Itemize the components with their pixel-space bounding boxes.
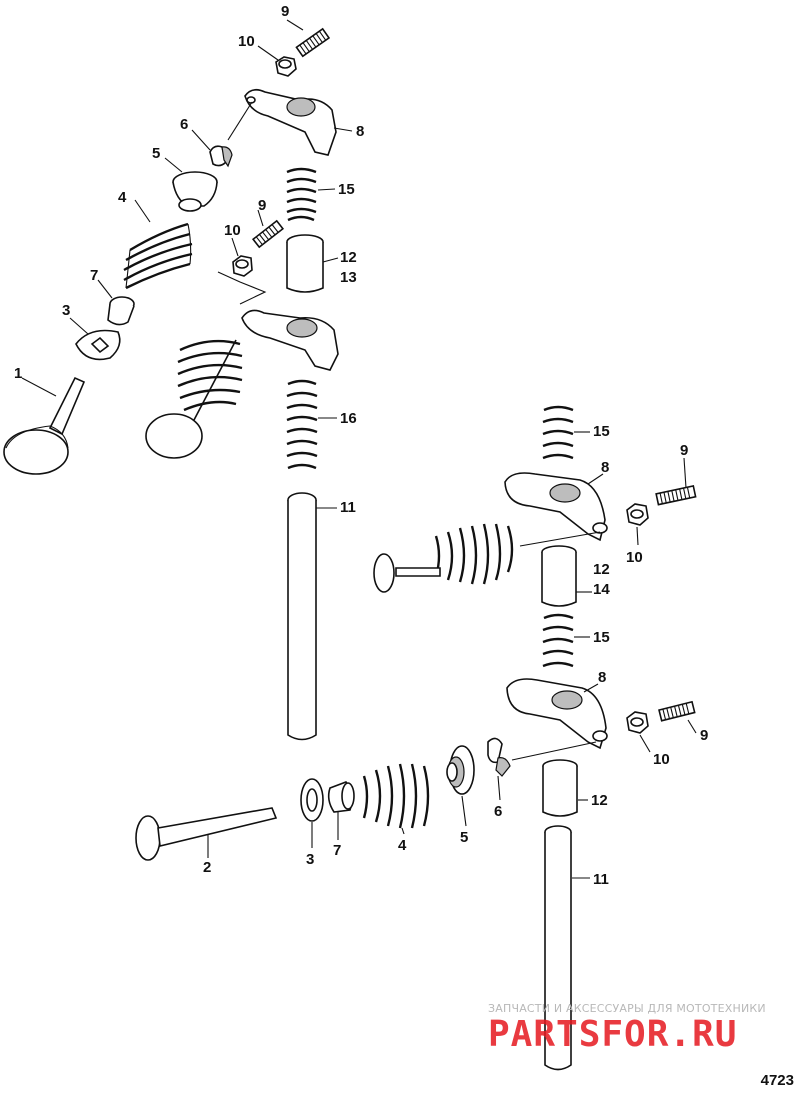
callout-9b: 9	[258, 197, 267, 214]
callout-7b: 7	[333, 842, 342, 859]
leader-lines	[21, 19, 697, 879]
svg-text:PARTSFOR.RU: PARTSFOR.RU	[488, 1014, 737, 1054]
callout-9d: 9	[700, 727, 709, 744]
nut-10a	[275, 56, 297, 77]
exhaust-valve-2	[135, 807, 278, 861]
valve-spring-assembly-b	[373, 523, 514, 593]
callout-3a: 3	[62, 302, 71, 319]
rocker-arm-8a	[244, 88, 337, 156]
spring-retainer-5a	[172, 171, 218, 212]
valve-seal-7b	[327, 781, 355, 813]
callout-10b: 10	[224, 222, 241, 239]
spring-15c	[542, 613, 574, 668]
callout-2: 2	[203, 859, 212, 876]
callout-15c: 15	[593, 629, 610, 646]
adjusting-screw-9a	[295, 27, 331, 58]
watermark-logo: PARTSFOR.RU	[488, 1014, 788, 1059]
valve-spring-assembly-a	[145, 339, 243, 459]
callout-3b: 3	[306, 851, 315, 868]
intake-valve-1	[3, 376, 86, 475]
callout-4a: 4	[118, 189, 127, 206]
callout-11a: 11	[340, 499, 356, 516]
rocker-arm-8b	[241, 309, 339, 371]
callout-5b: 5	[460, 829, 469, 846]
rocker-arm-8c	[504, 472, 608, 542]
spring-washer-3b	[300, 778, 324, 822]
nut-10d	[626, 711, 649, 734]
callout-1: 1	[14, 365, 23, 382]
callout-5a: 5	[152, 145, 161, 162]
spring-washer-3a	[75, 329, 121, 361]
callout-12c: 12	[591, 792, 608, 809]
partsfor-logo-icon: PARTSFOR.RU	[488, 1014, 737, 1055]
callout-7a: 7	[90, 267, 99, 284]
callout-4b: 4	[398, 837, 407, 854]
nut-10c	[626, 503, 649, 526]
callout-10d: 10	[653, 751, 670, 768]
pushrod-guide-12a	[286, 234, 324, 293]
callout-10c: 10	[626, 549, 643, 566]
callout-16: 16	[340, 410, 357, 427]
rocker-arm-8d	[506, 678, 608, 750]
callout-9a: 9	[281, 3, 290, 20]
callout-12b: 12	[593, 561, 610, 578]
callout-8b: 8	[601, 459, 610, 476]
callout-13: 13	[340, 269, 357, 286]
callout-9c: 9	[680, 442, 689, 459]
callout-15a: 15	[338, 181, 355, 198]
callout-12a: 12	[340, 249, 357, 266]
callout-6a: 6	[180, 116, 189, 133]
pushrod-guide-12b	[541, 545, 577, 607]
callout-11b: 11	[593, 871, 609, 888]
spring-16	[286, 379, 318, 470]
watermark-tagline: ЗАПЧАСТИ И АКСЕССУАРЫ ДЛЯ МОТОТЕХНИКИ	[488, 1002, 766, 1015]
callout-14: 14	[593, 581, 610, 598]
valve-keepers-6b	[487, 737, 511, 777]
drawing-number: 4723	[760, 1072, 794, 1089]
valve-spring-4a	[123, 222, 193, 290]
callout-15b: 15	[593, 423, 610, 440]
callout-10a: 10	[238, 33, 255, 50]
adjusting-screw-9b	[251, 219, 285, 249]
pushrod-11b	[544, 825, 572, 1071]
adjusting-screw-9d	[658, 700, 696, 722]
callout-6b: 6	[494, 803, 503, 820]
callout-8a: 8	[356, 123, 365, 140]
pushrod-guide-12c	[542, 759, 578, 817]
valve-spring-4b	[362, 763, 430, 829]
spring-15b	[542, 405, 574, 460]
spring-15a	[286, 167, 317, 222]
spring-retainer-5b	[446, 745, 475, 795]
callout-8c: 8	[598, 669, 607, 686]
pushrod-11a	[287, 492, 317, 741]
nut-10b	[232, 255, 253, 277]
valve-seal-7a	[107, 296, 135, 326]
valve-keepers-6a	[209, 145, 233, 168]
adjusting-screw-9c	[655, 485, 697, 506]
